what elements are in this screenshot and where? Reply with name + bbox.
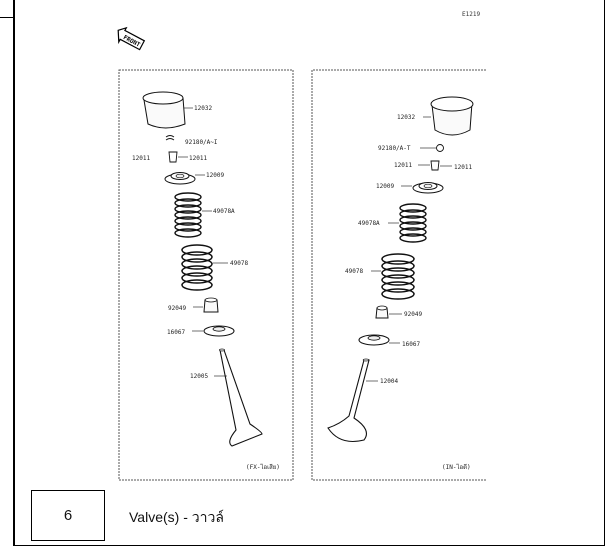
step-title: Valve(s) - วาวล์ (129, 509, 224, 525)
svg-text:12011: 12011 (132, 155, 150, 162)
seat-part: 16067 (167, 325, 235, 337)
right-panel: 12032 92180/A-T 12011 12011 12009 (311, 69, 486, 481)
svg-text:12005: 12005 (190, 373, 208, 380)
keeper-part-right: 92180/A-T (378, 144, 444, 152)
sheet-code: E1219 (462, 11, 481, 18)
svg-text:16067: 16067 (167, 329, 185, 336)
svg-text:49078A: 49078A (358, 220, 380, 227)
left-panel: 12032 92180/A~I 12011 12011 12009 (118, 69, 294, 481)
inner-spring-part-right (388, 203, 427, 243)
svg-text:16067: 16067 (402, 341, 420, 348)
svg-text:92049: 92049 (404, 311, 422, 318)
svg-text:92180/A~I: 92180/A~I (185, 139, 218, 146)
svg-text:92049: 92049 (168, 305, 186, 312)
svg-text:12011: 12011 (394, 162, 412, 169)
cotter-part: 12011 12011 (132, 151, 207, 163)
svg-text:12009: 12009 (376, 183, 394, 190)
seal-part: 92049 (168, 297, 219, 313)
svg-text:12004: 12004 (380, 378, 398, 385)
inner-spring-part (174, 192, 212, 238)
svg-text:49078: 49078 (230, 260, 248, 267)
seat-part-right: 16067 (358, 334, 420, 348)
svg-text:49078A: 49078A (213, 208, 235, 215)
step-number-box: 6 (31, 490, 105, 541)
step-number: 6 (63, 507, 73, 524)
svg-text:92180/A-T: 92180/A-T (378, 145, 411, 152)
svg-text:12011: 12011 (454, 164, 472, 171)
valve-part: 12005 (190, 348, 263, 447)
svg-text:12009: 12009 (206, 172, 224, 179)
keeper-part: 92180/A~I (165, 135, 218, 146)
svg-text:12032: 12032 (397, 114, 415, 121)
retainer-part: 12009 (164, 172, 224, 185)
svg-text:12011: 12011 (189, 155, 207, 162)
svg-text:49078: 49078 (345, 268, 363, 275)
tappet-part-right: 12032 (397, 96, 474, 136)
page-frame (13, 0, 605, 546)
left-panel-note: (FX-ไอเสีย) (246, 463, 280, 471)
valve-part-right: 12004 (327, 358, 398, 443)
retainer-part-right: 12009 (376, 182, 444, 194)
seal-part-right: 92049 (375, 305, 422, 319)
cotter-part-right: 12011 12011 (394, 160, 472, 171)
front-arrow-icon: FRONT (117, 26, 146, 51)
svg-text:12032: 12032 (194, 105, 212, 112)
corner-tab (0, 0, 15, 18)
outer-spring-part-right (371, 253, 415, 300)
tappet-part: 12032 (142, 91, 212, 129)
right-panel-note: (IN-ไอดี) (442, 463, 471, 471)
outer-spring-part (181, 244, 228, 291)
